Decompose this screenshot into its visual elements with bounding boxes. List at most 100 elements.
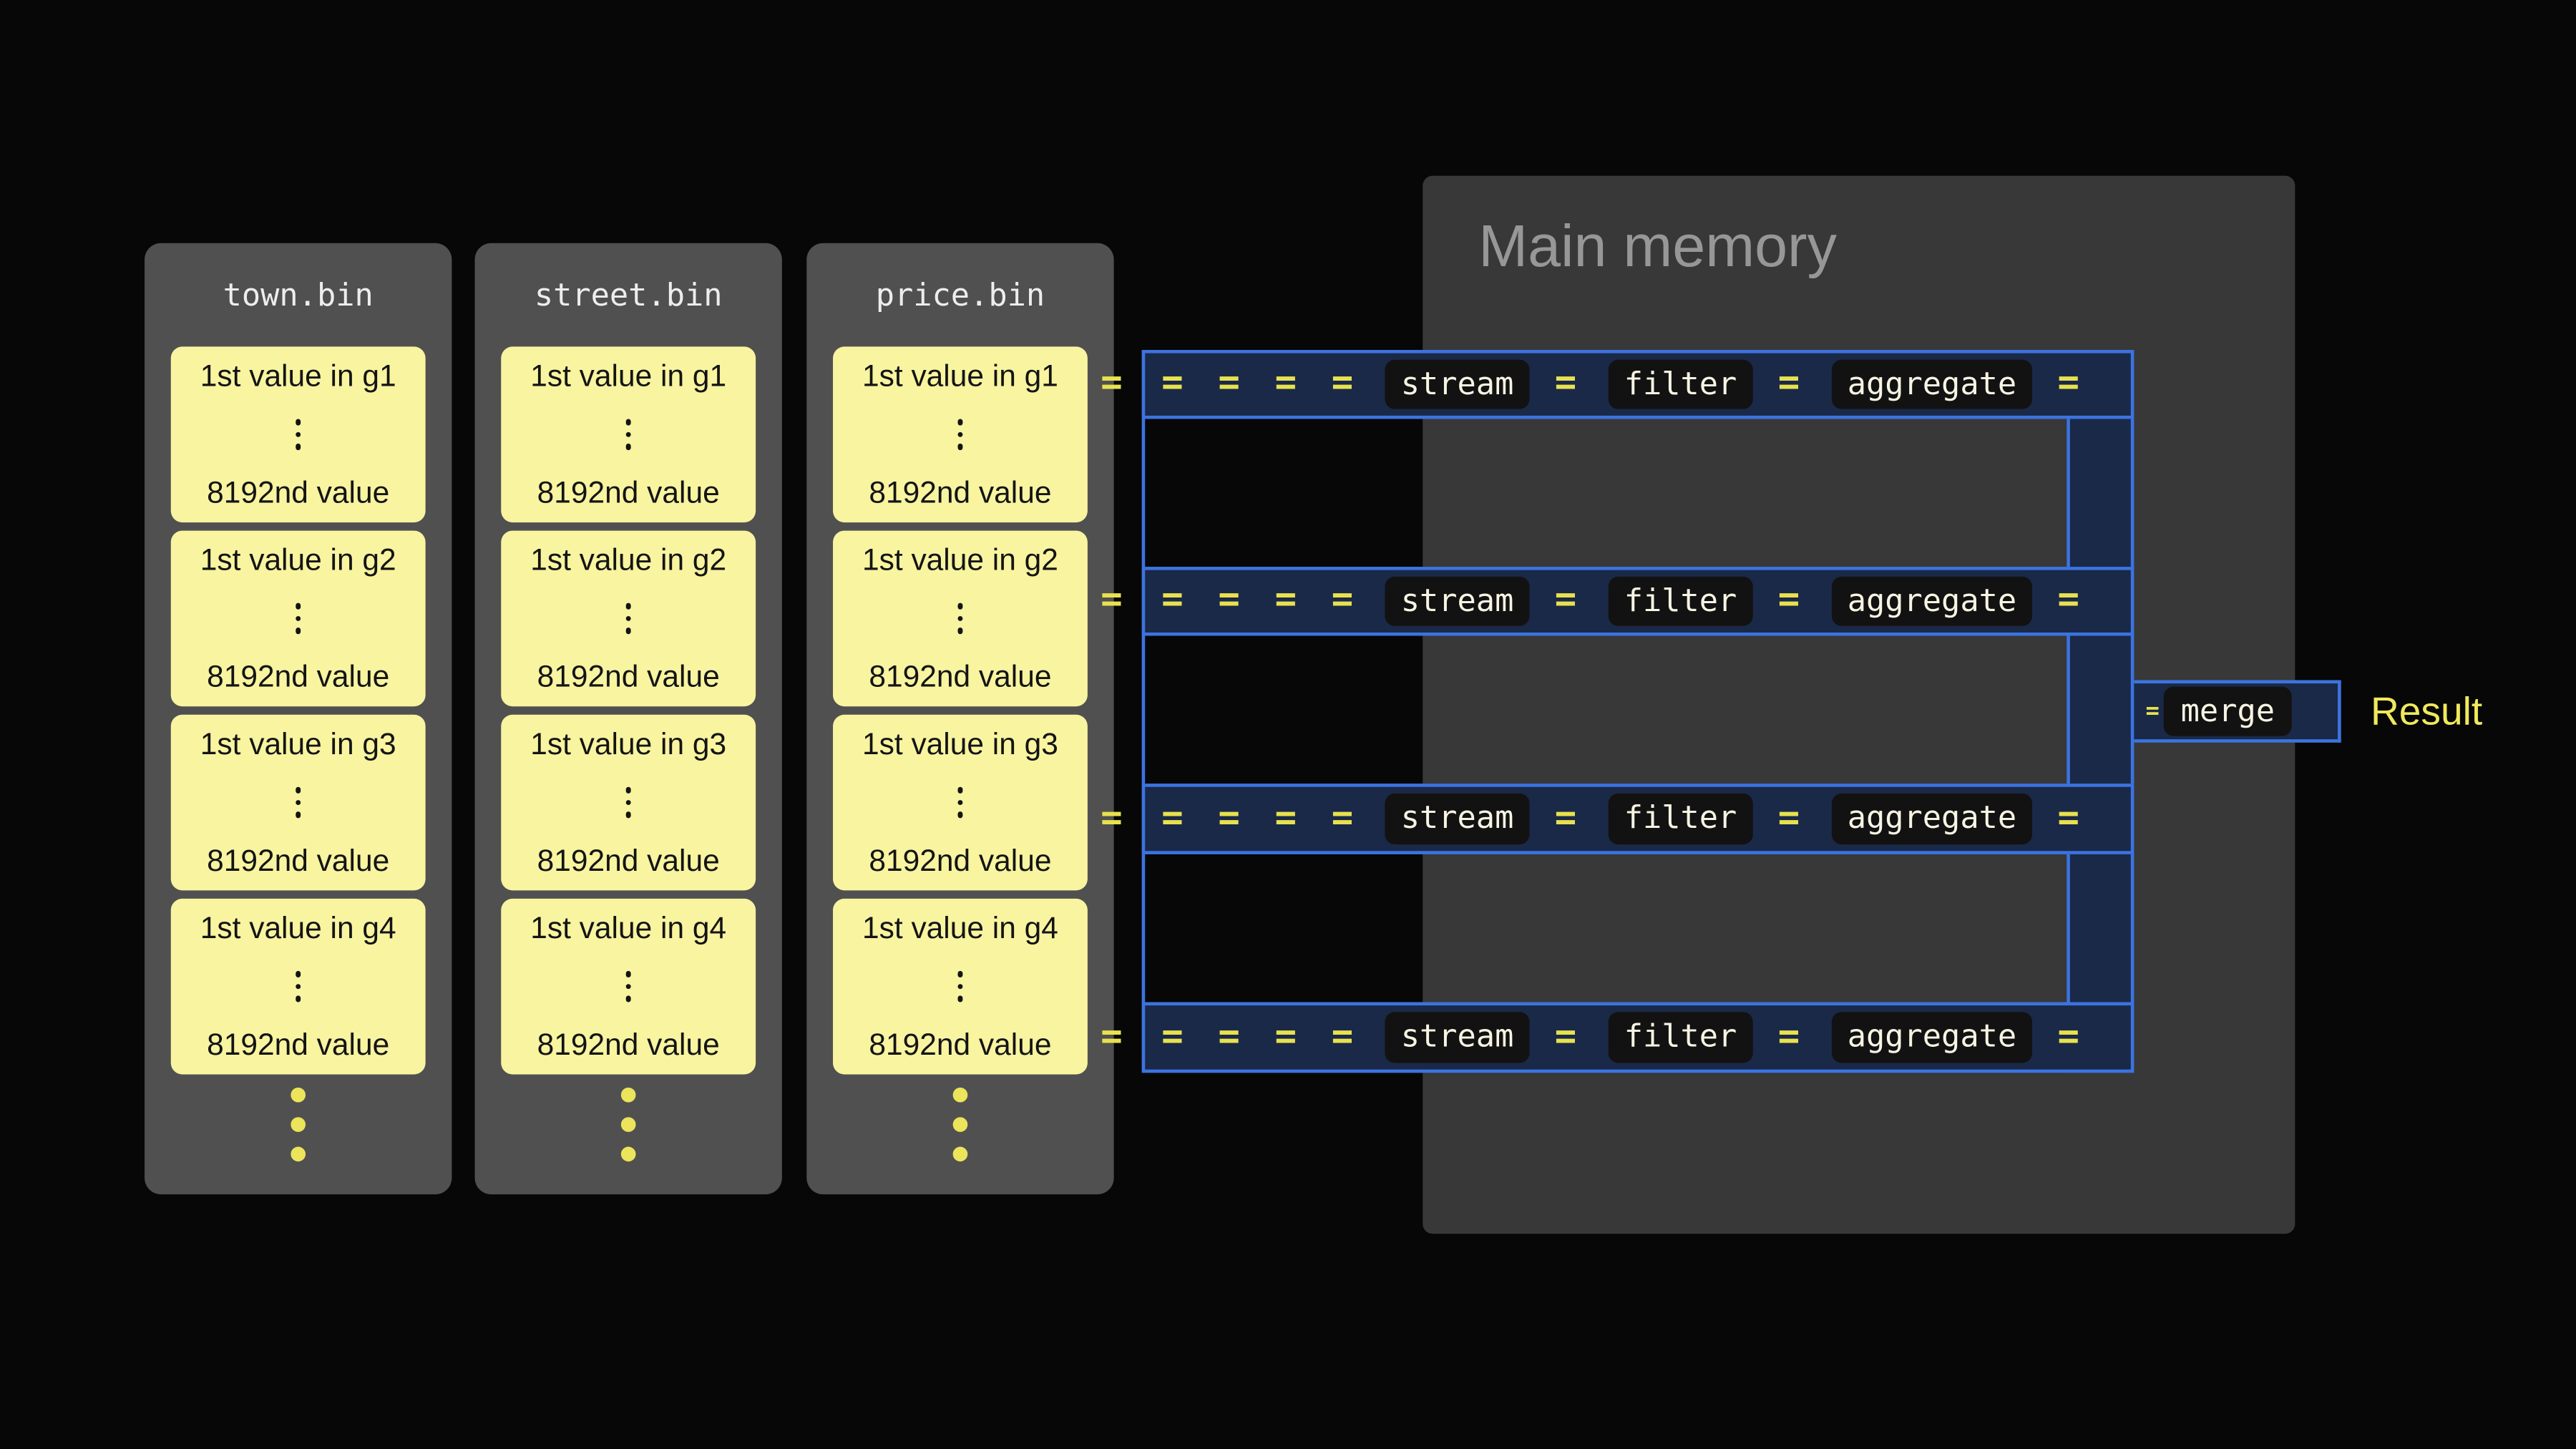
flow-dashes-icon: =	[1777, 363, 1807, 404]
filter-op-badge: filter	[1607, 1012, 1754, 1063]
file-panel-town: town.bin 1st value in g1 8192nd value 1s…	[145, 243, 452, 1195]
group-first-value: 1st value in g4	[530, 909, 727, 945]
group-box: 1st value in g2 8192nd value	[501, 530, 756, 707]
group-last-value: 8192nd value	[537, 842, 720, 878]
group-first-value: 1st value in g3	[862, 726, 1058, 761]
stream-op-badge: stream	[1384, 575, 1531, 627]
aggregate-op-badge: aggregate	[1830, 794, 2034, 844]
group-box: 1st value in g4 8192nd value	[833, 898, 1088, 1075]
group-last-value: 8192nd value	[207, 842, 390, 878]
vertical-ellipsis-icon	[957, 419, 963, 450]
flow-dashes-icon: =	[2057, 797, 2087, 839]
aggregate-op-badge: aggregate	[1830, 1012, 2034, 1063]
more-groups-icon	[806, 1087, 1113, 1162]
pipeline-outline	[1141, 350, 2135, 1073]
group-last-value: 8192nd value	[869, 474, 1052, 509]
flow-dashes-icon: = = = =	[1161, 1016, 1360, 1058]
group-last-value: 8192nd value	[869, 1026, 1052, 1062]
group-box: 1st value in g3 8192nd value	[501, 714, 756, 891]
group-first-value: 1st value in g2	[200, 542, 396, 577]
merge-op-badge: merge	[2164, 686, 2291, 737]
vertical-ellipsis-icon	[625, 971, 632, 1002]
group-box: 1st value in g4 8192nd value	[170, 898, 426, 1075]
more-groups-icon	[145, 1087, 452, 1162]
group-last-value: 8192nd value	[537, 1026, 720, 1062]
vertical-ellipsis-icon	[295, 787, 301, 818]
merge-connector: = merge	[2134, 680, 2341, 743]
group-first-value: 1st value in g4	[200, 909, 396, 945]
group-last-value: 8192nd value	[869, 842, 1052, 878]
group-first-value: 1st value in g2	[862, 542, 1058, 577]
group-last-value: 8192nd value	[537, 658, 720, 693]
file-title: town.bin	[223, 278, 374, 314]
file-title: street.bin	[534, 278, 723, 314]
flow-dashes-icon: =	[2057, 1016, 2087, 1058]
flow-dashes-icon: =	[1101, 363, 1123, 404]
vertical-ellipsis-icon	[957, 603, 963, 634]
file-panel-price: price.bin 1st value in g1 8192nd value 1…	[806, 243, 1114, 1195]
flow-dashes-icon: =	[2057, 363, 2087, 404]
aggregate-op-badge: aggregate	[1830, 358, 2034, 410]
stream-op-badge: stream	[1384, 358, 1531, 410]
flow-dashes-icon: =	[2145, 698, 2160, 725]
group-last-value: 8192nd value	[207, 1026, 390, 1062]
group-box: 1st value in g1 8192nd value	[170, 346, 426, 523]
vertical-ellipsis-icon	[295, 603, 301, 634]
vertical-ellipsis-icon	[295, 419, 301, 450]
vertical-ellipsis-icon	[625, 419, 632, 450]
file-title: price.bin	[875, 278, 1045, 314]
group-box: 1st value in g2 8192nd value	[833, 530, 1088, 707]
group-last-value: 8192nd value	[207, 474, 390, 509]
vertical-ellipsis-icon	[957, 787, 963, 818]
flow-dashes-icon: =	[1554, 363, 1584, 404]
flow-dashes-icon: =	[1777, 797, 1807, 839]
memory-title: Main memory	[1478, 212, 1837, 280]
group-last-value: 8192nd value	[207, 658, 390, 693]
filter-op-badge: filter	[1607, 794, 1754, 844]
filter-op-badge: filter	[1607, 575, 1754, 627]
stream-lane-2: = = = = = stream = filter = aggregate =	[1101, 567, 2135, 636]
flow-dashes-icon: =	[1101, 1016, 1123, 1058]
group-last-value: 8192nd value	[537, 474, 720, 509]
stream-lane-4: = = = = = stream = filter = aggregate =	[1101, 1002, 2135, 1073]
flow-dashes-icon: =	[1101, 580, 1123, 621]
flow-dashes-icon: =	[1777, 580, 1807, 621]
group-box: 1st value in g1 8192nd value	[833, 346, 1088, 523]
flow-dashes-icon: =	[1101, 797, 1123, 839]
group-first-value: 1st value in g2	[530, 542, 727, 577]
group-box: 1st value in g1 8192nd value	[501, 346, 756, 523]
filter-op-badge: filter	[1607, 358, 1754, 410]
group-box: 1st value in g4 8192nd value	[501, 898, 756, 1075]
flow-dashes-icon: =	[1777, 1016, 1807, 1058]
group-first-value: 1st value in g1	[862, 358, 1058, 393]
group-first-value: 1st value in g1	[200, 358, 396, 393]
flow-dashes-icon: =	[1554, 580, 1584, 621]
vertical-ellipsis-icon	[957, 971, 963, 1002]
flow-dashes-icon: = = = =	[1161, 580, 1360, 621]
group-box: 1st value in g3 8192nd value	[833, 714, 1088, 891]
more-groups-icon	[475, 1087, 782, 1162]
vertical-ellipsis-icon	[625, 603, 632, 634]
stream-lane-1: = = = = = stream = filter = aggregate =	[1101, 350, 2135, 419]
flow-dashes-icon: = = = =	[1161, 797, 1360, 839]
stream-op-badge: stream	[1384, 1012, 1531, 1063]
vertical-ellipsis-icon	[295, 971, 301, 1002]
group-first-value: 1st value in g4	[862, 909, 1058, 945]
group-box: 1st value in g2 8192nd value	[170, 530, 426, 707]
flow-dashes-icon: =	[2057, 580, 2087, 621]
stream-lane-3: = = = = = stream = filter = aggregate =	[1101, 784, 2135, 854]
file-panel-street: street.bin 1st value in g1 8192nd value …	[474, 243, 782, 1195]
flow-dashes-icon: = = = =	[1161, 363, 1360, 404]
stream-op-badge: stream	[1384, 794, 1531, 844]
group-first-value: 1st value in g3	[200, 726, 396, 761]
group-first-value: 1st value in g1	[530, 358, 727, 393]
vertical-ellipsis-icon	[625, 787, 632, 818]
flow-dashes-icon: =	[1554, 797, 1584, 839]
group-last-value: 8192nd value	[869, 658, 1052, 693]
aggregate-op-badge: aggregate	[1830, 575, 2034, 627]
flow-dashes-icon: =	[1554, 1016, 1584, 1058]
pipeline-spine	[2067, 350, 2135, 1073]
group-box: 1st value in g3 8192nd value	[170, 714, 426, 891]
group-first-value: 1st value in g3	[530, 726, 727, 761]
